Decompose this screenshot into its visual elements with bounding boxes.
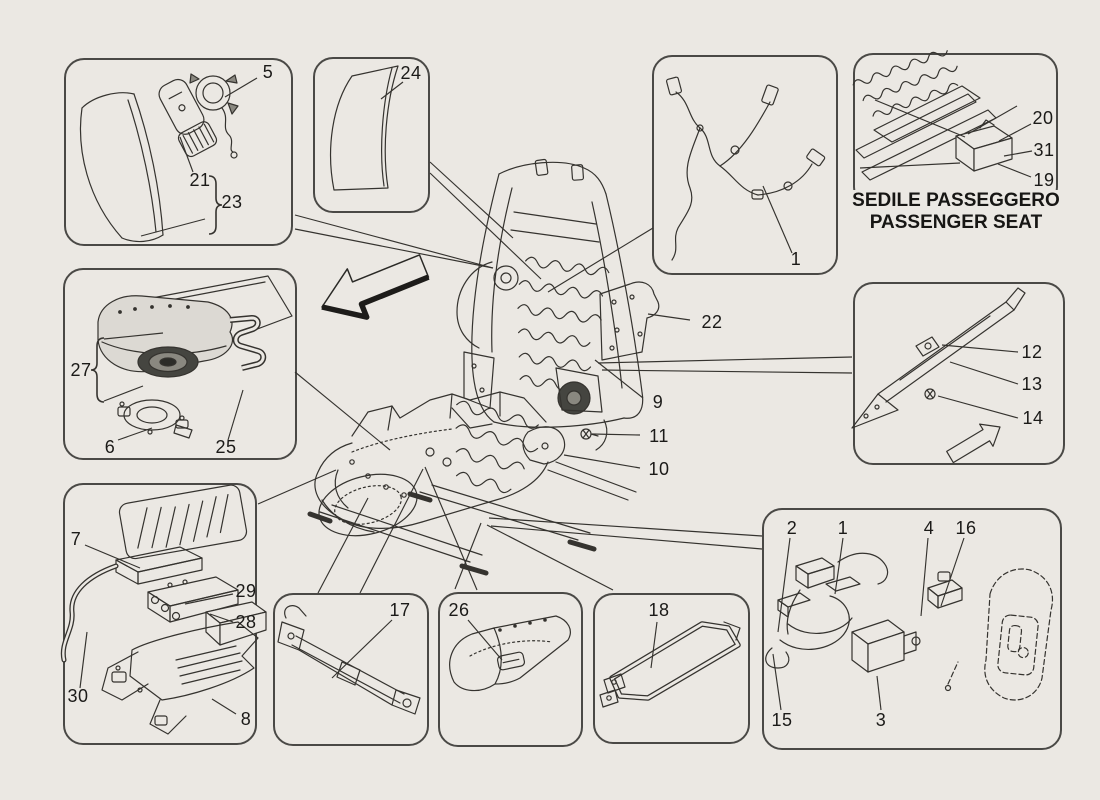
- callout-9-12: 9: [652, 392, 664, 412]
- leader-line-14: [488, 517, 763, 537]
- panel-frame-rod-18: [593, 593, 750, 744]
- callout-29-19: 29: [235, 581, 257, 601]
- panel-seat-rail-brackets: [853, 282, 1065, 465]
- panel-adjustment-harness-switches: [762, 508, 1062, 750]
- callout-1-27: 1: [837, 518, 849, 538]
- caption-line-italian: SEDILE PASSEGGERO: [849, 190, 1063, 211]
- callout-20-5: 20: [1032, 108, 1054, 128]
- callout-21-2: 21: [189, 170, 211, 190]
- callout-2-26: 2: [786, 518, 798, 538]
- callout-28-20: 28: [235, 612, 257, 632]
- leader-line-12: [454, 522, 482, 590]
- callout-16-29: 16: [955, 518, 977, 538]
- callout-4-28: 4: [923, 518, 935, 538]
- callout-10-14: 10: [648, 459, 670, 479]
- callout-17-23: 17: [389, 600, 411, 620]
- panel-back-panel-24: [313, 57, 430, 213]
- leader-line-34: [563, 454, 641, 469]
- callout-8-22: 8: [240, 709, 252, 729]
- callout-19-7: 19: [1033, 170, 1055, 190]
- leader-line-7: [294, 371, 391, 451]
- panel-cushion-pad-26: [438, 592, 583, 747]
- seat-base-sketch: [307, 391, 637, 576]
- callout-5-0: 5: [262, 62, 274, 82]
- leader-line-6: [601, 369, 853, 374]
- callout-25-10: 25: [215, 437, 237, 457]
- leader-line-0: [294, 214, 494, 269]
- leader-line-5: [597, 356, 853, 364]
- leader-line-8: [257, 469, 337, 505]
- callout-23-3: 23: [221, 192, 243, 212]
- callout-22-11: 22: [701, 312, 723, 332]
- callout-14-17: 14: [1022, 408, 1044, 428]
- backrest-frame-sketch: [451, 158, 660, 451]
- caption-passenger-seat: SEDILE PASSEGGERO PASSENGER SEAT: [846, 190, 1066, 234]
- callout-7-18: 7: [70, 529, 82, 549]
- leader-line-10: [359, 468, 424, 594]
- callout-11-13: 11: [649, 426, 669, 446]
- callout-15-30: 15: [771, 710, 793, 730]
- panel-backrest-harness-1: [652, 55, 838, 275]
- leader-line-3: [429, 172, 542, 280]
- panel-cushion-and-blower: [63, 268, 297, 460]
- panel-front-crossmember-17: [273, 593, 429, 746]
- leader-line-13: [486, 524, 614, 591]
- callout-3-31: 3: [875, 710, 887, 730]
- callout-31-6: 31: [1033, 140, 1055, 160]
- leader-line-15: [490, 525, 763, 550]
- leader-line-31: [647, 313, 691, 321]
- leader-line-33: [591, 433, 641, 436]
- caption-line-english: PASSENGER SEAT: [866, 212, 1046, 233]
- callout-13-16: 13: [1021, 374, 1043, 394]
- callout-1-4: 1: [790, 249, 802, 269]
- leader-line-4: [547, 227, 654, 293]
- leader-line-9: [317, 497, 369, 594]
- leader-line-11: [424, 466, 478, 591]
- callout-24-1: 24: [400, 63, 422, 83]
- callout-30-21: 30: [67, 686, 89, 706]
- callout-27-8: 27: [70, 360, 92, 380]
- callout-26-24: 26: [448, 600, 470, 620]
- leader-line-1: [294, 228, 494, 269]
- panel-backrest-trim-and-buckle: [64, 58, 293, 246]
- callout-18-25: 18: [648, 600, 670, 620]
- direction-arrow-large: [321, 254, 430, 320]
- callout-6-9: 6: [104, 437, 116, 457]
- callout-12-15: 12: [1021, 342, 1043, 362]
- leader-line-2: [429, 161, 514, 239]
